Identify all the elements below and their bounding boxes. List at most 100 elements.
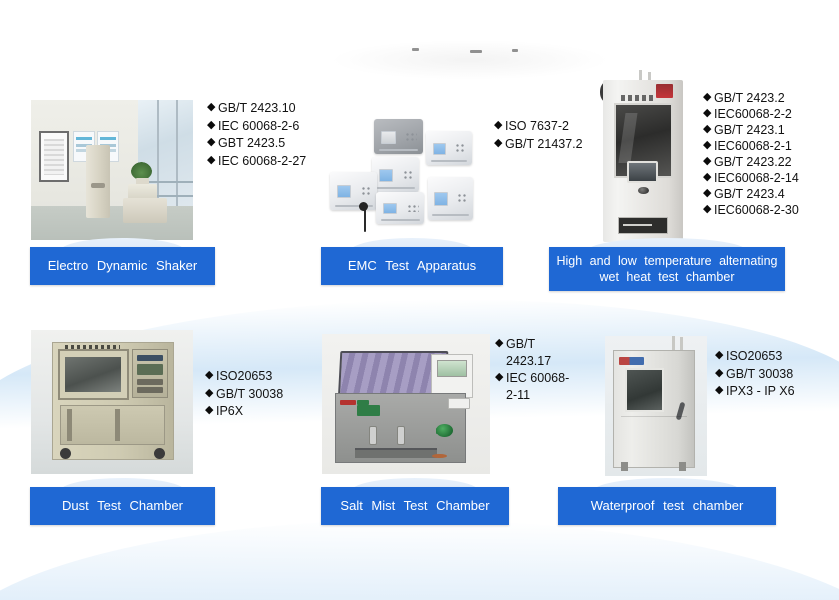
decor-dash-3 (512, 49, 518, 52)
caption-dust-test-chamber[interactable]: Dust Test Chamber (30, 487, 215, 525)
photo-emc-test-apparatus (322, 104, 490, 240)
diamond-bullet-icon: ◆ (207, 101, 216, 113)
chamber-touchscreen (627, 161, 659, 183)
chamber-brand-text (620, 94, 653, 101)
standard-item: ◆ IEC 60068- 2-11 (495, 370, 615, 403)
salt-mist-label-green-top (357, 399, 370, 406)
standard-label: ISO20653 (726, 349, 783, 363)
caption-salt-mist-test-chamber[interactable]: Salt Mist Test Chamber (321, 487, 509, 525)
potted-plant (131, 161, 153, 180)
standard-label: GB/T 2423.4 (714, 187, 785, 201)
standard-item: ◆ GB/T 2423.2 (703, 90, 833, 106)
standard-label: IEC60068-2-30 (714, 203, 799, 217)
standard-label: GB/T 21437.2 (505, 136, 583, 151)
product-cell-electro-dynamic-shaker: ◆ GB/T 2423.10 ◆ IEC 60068-2-6 ◆ GBT 242… (22, 96, 306, 291)
dust-chamber-body (52, 341, 174, 460)
emc-cable-plug-icon (358, 201, 368, 211)
standard-item: ◆ GB/T 2423.10 (207, 100, 337, 117)
standard-label: GB/T 2423.22 (714, 155, 792, 169)
standard-item: ◆ IP6X (205, 403, 335, 420)
standard-item: ◆ IEC60068-2-1 (703, 138, 833, 154)
standards-list-salt-mist-test-chamber: ◆ GB/T 2423.17 ◆ IEC 60068- 2-11 (495, 336, 615, 405)
shaker-head (128, 184, 158, 201)
photo-dust-test-chamber (31, 330, 193, 474)
diamond-bullet-icon: ◆ (703, 187, 712, 199)
caption-waterproof-test-chamber[interactable]: Waterproof test chamber (558, 487, 776, 525)
diamond-bullet-icon: ◆ (703, 171, 712, 183)
dust-chamber-caster-right (154, 447, 166, 459)
salt-mist-handle-right (397, 426, 406, 445)
caption-high-low-temperature-chamber[interactable]: High and low temperature alternating wet… (549, 247, 785, 291)
standard-label: GB/T 30038 (216, 386, 284, 401)
caption-wrapper-high-low-temperature-chamber: High and low temperature alternating wet… (549, 238, 785, 291)
standard-item: ◆ ISO20653 (205, 368, 335, 385)
diamond-bullet-icon: ◆ (703, 203, 712, 215)
standard-label: IEC60068-2-1 (714, 139, 792, 153)
dust-chamber-control-panel (132, 349, 168, 398)
standard-item: ◆ GB/T 2423.22 (703, 154, 833, 170)
standard-item: ◆ IEC60068-2-14 (703, 170, 833, 186)
standard-label: GBT 2423.5 (218, 136, 286, 151)
diamond-bullet-icon: ◆ (494, 119, 503, 131)
photo-high-low-temperature-chamber (598, 70, 688, 242)
salt-mist-valve-knob (435, 423, 453, 437)
standard-label: IEC60068-2-14 (714, 171, 799, 185)
product-cell-salt-mist-test-chamber: ◆ GB/T 2423.17 ◆ IEC 60068- 2-11 Salt Mi… (312, 326, 569, 531)
standard-label: GB/T 2423.1 (714, 123, 785, 137)
caption-wrapper-waterproof-test-chamber: Waterproof test chamber (558, 478, 776, 525)
dust-chamber-brand-text (64, 345, 120, 350)
standard-label: IPX3 - IP X6 (726, 384, 795, 399)
caption-wrapper-emc-test-apparatus: EMC Test Apparatus (321, 238, 503, 285)
salt-mist-nameplate (447, 398, 470, 409)
emc-cable (364, 207, 366, 232)
standard-label: IEC60068-2-2 (714, 107, 792, 121)
caption-wrapper-salt-mist-test-chamber: Salt Mist Test Chamber (321, 478, 509, 525)
dust-chamber-caster-left (60, 447, 72, 459)
product-cell-waterproof-test-chamber: ◆ ISO20653 ◆ GB/T 30038 ◆ IPX3 - IP X6 W… (550, 326, 830, 531)
diamond-bullet-icon: ◆ (207, 153, 216, 166)
standard-label: IP6X (216, 404, 244, 419)
waterproof-foot-left (620, 461, 628, 471)
waterproof-pipe-1 (672, 336, 676, 353)
diamond-bullet-icon: ◆ (495, 337, 504, 349)
waterproof-foot-right (678, 461, 686, 471)
photo-electro-dynamic-shaker (31, 100, 193, 240)
diamond-bullet-icon: ◆ (703, 123, 712, 135)
waterproof-control-strip (618, 356, 645, 365)
standards-list-emc-test-apparatus: ◆ ISO 7637-2 ◆ GB/T 21437.2 (494, 118, 629, 153)
standard-item: ◆ ISO20653 (715, 348, 839, 365)
salt-mist-drain-pipe (431, 453, 448, 459)
standard-item: ◆ GB/T 2423.4 (703, 186, 833, 202)
standard-item: ◆ GB/T 2423.1 (703, 122, 833, 138)
standard-label: IEC 60068- 2-11 (506, 371, 570, 402)
dust-chamber-door (57, 349, 129, 400)
photo-waterproof-test-chamber (605, 336, 707, 476)
photo-salt-mist-test-chamber (322, 334, 490, 474)
salt-mist-label-red (340, 399, 356, 406)
caption-emc-test-apparatus[interactable]: EMC Test Apparatus (321, 247, 503, 285)
diamond-bullet-icon: ◆ (703, 107, 712, 119)
diamond-bullet-icon: ◆ (207, 136, 216, 149)
salt-mist-tray (354, 447, 438, 458)
waterproof-pipe-2 (680, 337, 684, 353)
decor-dash-2 (470, 50, 482, 53)
chamber-body (603, 80, 683, 242)
waterproof-door-handle (675, 401, 686, 421)
chamber-brand-logo (655, 83, 674, 99)
emc-unit-1 (374, 118, 423, 155)
standard-item: ◆ GBT 2423.5 (207, 135, 337, 152)
dust-chamber-window (65, 357, 122, 393)
standards-list-waterproof-test-chamber: ◆ ISO20653 ◆ GB/T 30038 ◆ IPX3 - IP X6 (715, 348, 839, 401)
standard-label: GB/T 2423.10 (218, 101, 296, 115)
product-cell-dust-test-chamber: ◆ ISO20653 ◆ GB/T 30038 ◆ IP6X Dust Test… (22, 326, 283, 531)
diamond-bullet-icon: ◆ (205, 404, 214, 417)
caption-wrapper-electro-dynamic-shaker: Electro Dynamic Shaker (30, 238, 215, 285)
standard-item: ◆ ISO 7637-2 (494, 118, 629, 135)
caption-electro-dynamic-shaker[interactable]: Electro Dynamic Shaker (30, 247, 215, 285)
waterproof-chamber-body (613, 350, 695, 471)
emc-unit-6 (427, 177, 474, 220)
wall-picture-frame (39, 130, 69, 183)
standard-label: GB/T 2423.2 (714, 91, 785, 105)
standard-item: ◆ IEC 60068-2-27 (207, 153, 337, 170)
